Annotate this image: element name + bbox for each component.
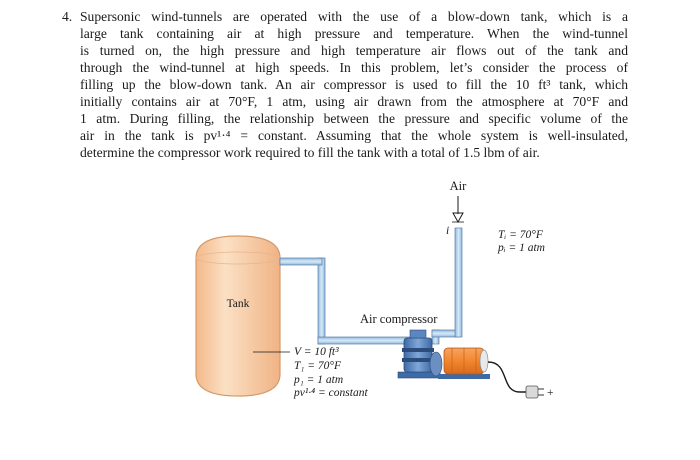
tank-pressure: p₁ = 1 atm: [293, 374, 343, 386]
problem-text-line: Supersonic wind-tunnels are operated wit…: [80, 9, 628, 24]
tank-label: Tank: [227, 298, 250, 310]
problem-line-4: through the wind-tunnel at high speeds. …: [80, 59, 628, 76]
compressor-label: Air compressor: [360, 312, 438, 326]
tank-temperature: T₁ = 70°F: [294, 360, 342, 372]
problem-line-3: is turned on, the high pressure and high…: [80, 42, 628, 59]
tank: [195, 235, 281, 397]
problem-text-line: large tank containing air at high pressu…: [80, 26, 628, 41]
problem-line-9: determine the compressor work required t…: [80, 144, 628, 161]
power-cord: [487, 361, 544, 399]
air-label: Air: [450, 179, 468, 193]
problem-text-line: 1 atm. During filling, the relationship …: [80, 111, 628, 126]
plug-sign: +: [547, 387, 554, 399]
problem-line-6: initially contains air at 70°F, 1 atm, u…: [80, 93, 628, 110]
inlet-pressure: pᵢ = 1 atm: [497, 242, 545, 254]
inlet-label: i: [446, 225, 449, 237]
problem-number: 4.: [62, 9, 73, 24]
problem-text-line: air in the tank is pv¹·⁴ = constant. Ass…: [80, 128, 628, 143]
problem-line-1: 4. Supersonic wind-tunnels are operated w…: [62, 8, 628, 25]
inlet-temperature: Tᵢ = 70°F: [498, 229, 544, 241]
problem-text-line: initially contains air at 70°F, 1 atm, u…: [80, 94, 628, 109]
problem-text-line: through the wind-tunnel at high speeds. …: [80, 60, 628, 75]
problem-text-line: is turned on, the high pressure and high…: [80, 43, 628, 58]
tank-volume: V = 10 ft³: [294, 346, 339, 358]
problem-statement: 4. Supersonic wind-tunnels are operated w…: [62, 8, 628, 161]
air-compressor: [397, 329, 443, 379]
problem-line-7: 1 atm. During filling, the relationship …: [80, 110, 628, 127]
problem-line-8: air in the tank is pv¹·⁴ = constant. Ass…: [80, 127, 628, 144]
connecting-pipe: [279, 227, 463, 345]
electric-motor: [438, 347, 490, 379]
problem-line-5: filling up the blow-down tank. An air co…: [80, 76, 628, 93]
problem-line-2: large tank containing air at high pressu…: [80, 25, 628, 42]
air-inlet-arrow: [452, 196, 464, 224]
problem-text-line: determine the compressor work required t…: [80, 145, 540, 160]
tank-relation: pv¹·⁴ = constant: [293, 387, 368, 399]
problem-text-line: filling up the blow-down tank. An air co…: [80, 77, 628, 92]
